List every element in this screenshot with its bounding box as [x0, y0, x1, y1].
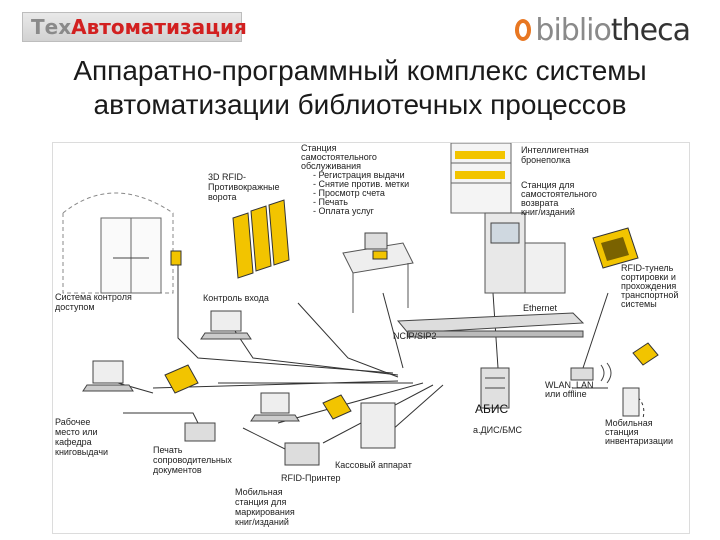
diagram-canvas: Система контроля доступом 3D RFID- Проти…	[55, 143, 678, 527]
label-abis: АБИС	[475, 402, 509, 416]
label-self-service-1: Станция	[301, 143, 337, 153]
server-icon	[480, 367, 510, 409]
label-entry-control: Контроль входа	[203, 293, 269, 303]
label-marking-2: станция для	[235, 497, 287, 507]
label-tunnel-2: сортировки и	[621, 272, 676, 282]
label-inventory-1: Мобильная	[605, 418, 653, 428]
label-self-service-6: - Просмотр счета	[313, 188, 385, 198]
label-wlan-2: или offline	[545, 389, 587, 399]
cash-register-icon	[360, 402, 396, 449]
laptop-icon	[200, 310, 252, 340]
label-inventory-3: инвентаризации	[605, 436, 673, 446]
label-rfid-printer: RFID-Принтер	[281, 473, 341, 483]
label-workplace-2: место или	[55, 427, 98, 437]
label-self-service-3: обслуживания	[301, 161, 361, 171]
label-tunnel-3: прохождения	[621, 281, 676, 291]
label-return-2: самостоятельного	[521, 189, 597, 199]
label-ncip: NCIP/SIP2	[393, 331, 437, 341]
label-inventory-2: станция	[605, 427, 639, 437]
workplace-laptop-icon	[82, 360, 134, 392]
smart-shelf-icon	[450, 143, 512, 214]
page-title: Аппаратно-программный комплекс системы а…	[0, 54, 720, 122]
label-print-2: сопроводительных	[153, 455, 232, 465]
wireless-link	[622, 387, 645, 419]
label-ethernet: Ethernet	[523, 303, 558, 313]
label-rfid-gates-2: Противокражные	[208, 182, 280, 192]
label-workplace-4: книговыдачи	[55, 447, 108, 457]
label-smart-shelf-2: бронеполка	[521, 155, 570, 165]
label-return-4: книг/изданий	[521, 207, 575, 217]
label-rfid-gates-3: ворота	[208, 192, 237, 202]
rfid-printer-icon	[284, 442, 320, 466]
logo-left-part2: Автоматизация	[71, 15, 247, 39]
label-marking-4: книг/изданий	[235, 517, 289, 527]
building-icon	[62, 192, 182, 294]
label-rfid-gates-1: 3D RFID-	[208, 172, 246, 182]
label-tunnel-4: транспортной	[621, 290, 678, 300]
label-return-3: возврата	[521, 198, 558, 208]
label-dis: a.ДИС/БМС	[473, 425, 522, 435]
label-return-1: Станция для	[521, 180, 575, 190]
system-diagram: Система контроля доступом 3D RFID- Проти…	[52, 142, 690, 534]
title-line-2: автоматизации библиотечных процессов	[93, 89, 627, 120]
wifi-router-icon	[570, 362, 612, 384]
label-access-control-2: доступом	[55, 302, 95, 312]
label-workplace-3: кафедра	[55, 437, 92, 447]
label-self-service-5: - Снятие против. метки	[313, 179, 409, 189]
marking-reader-icon	[322, 394, 352, 420]
marking-laptop-icon	[250, 392, 300, 422]
printer-icon	[184, 422, 216, 442]
rfid-gates-icon	[232, 199, 290, 279]
label-marking-3: маркирования	[235, 507, 295, 517]
label-self-service-2: самостоятельного	[301, 152, 377, 162]
label-workplace-1: Рабочее	[55, 417, 90, 427]
label-print-3: документов	[153, 465, 202, 475]
label-cash: Кассовый аппарат	[335, 460, 412, 470]
ethernet-switch-icon	[396, 312, 585, 338]
label-self-service-4: - Регистрация выдачи	[313, 170, 405, 180]
label-tunnel-5: системы	[621, 299, 657, 309]
rfid-tunnel-icon	[592, 227, 639, 269]
label-access-control: Система контроля	[55, 292, 132, 302]
label-self-service-7: - Печать	[313, 197, 348, 207]
logo-right-part2: theca	[610, 12, 691, 48]
return-station-icon	[484, 212, 566, 294]
label-wlan-1: WLAN, LAN	[545, 380, 594, 390]
label-self-service-8: - Оплата услуг	[313, 206, 375, 216]
mobile-inventory-icon	[622, 342, 659, 417]
rfid-reader-icon	[164, 364, 199, 394]
self-service-station-icon	[342, 232, 414, 313]
label-tunnel-1: RFID-тунель	[621, 263, 674, 273]
logo-ring-icon	[515, 19, 532, 41]
label-smart-shelf-1: Интеллигентная	[521, 145, 589, 155]
title-line-1: Аппаратно-программный комплекс системы	[73, 55, 647, 86]
label-print-1: Печать	[153, 445, 183, 455]
label-marking-1: Мобильная	[235, 487, 283, 497]
logo-right-part1: biblio	[535, 12, 611, 48]
logo-left-part1: Тех	[31, 15, 72, 39]
